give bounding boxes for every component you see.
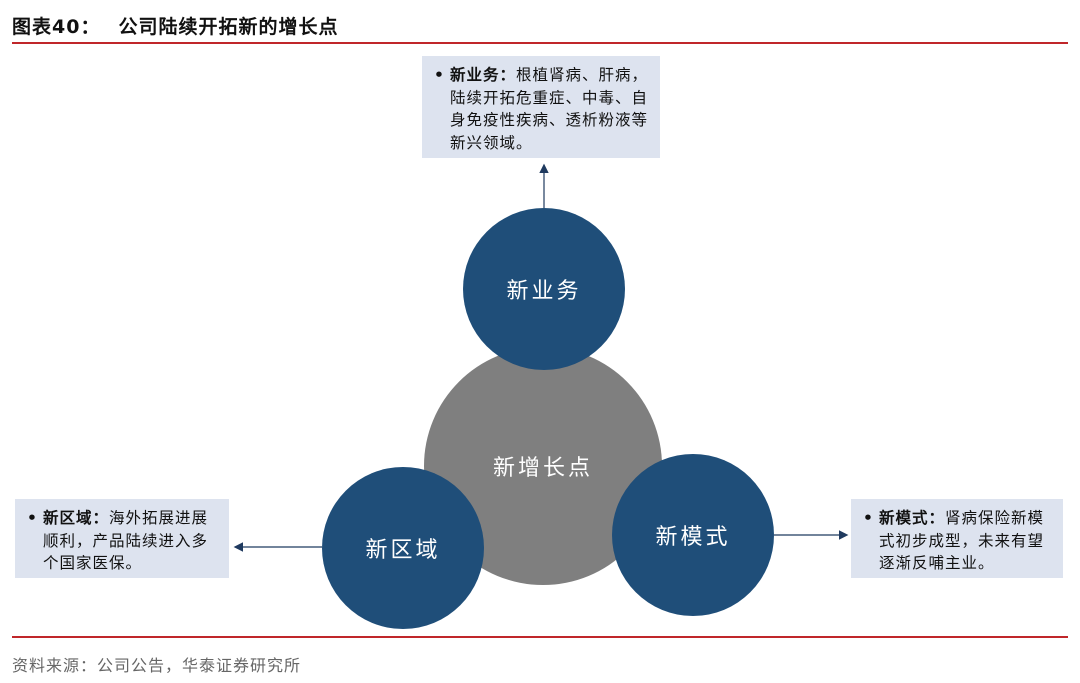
note-text: 根植肾病、肝病，陆续开拓危重症、中毒、自身免疫性疾病、透析粉液等新兴领域。: [450, 66, 649, 152]
circle-new-region: 新区域: [322, 467, 484, 629]
note-new-business: • 新业务：根植肾病、肝病，陆续开拓危重症、中毒、自身免疫性疾病、透析粉液等新兴…: [422, 56, 660, 158]
figure-title: 图表40： 公司陆续开拓新的增长点: [12, 12, 338, 39]
note-text: 肾病保险新模式初步成型，未来有望逐渐反哺主业。: [879, 509, 1045, 572]
circle-new-business: 新业务: [463, 208, 625, 370]
source-note: 资料来源：公司公告，华泰证券研究所: [12, 656, 302, 675]
circle-new-model: 新模式: [612, 454, 774, 616]
figure-title-text: 公司陆续开拓新的增长点: [118, 16, 339, 38]
note-title: 新区域：: [43, 509, 110, 527]
figure-number: 图表40：: [12, 16, 101, 38]
top-rule: [12, 42, 1068, 44]
note-new-region: • 新区域：海外拓展进展顺利，产品陆续进入多个国家医保。: [15, 499, 229, 578]
bullet-icon: •: [863, 509, 874, 527]
bullet-icon: •: [27, 509, 38, 527]
bullet-icon: •: [434, 66, 445, 84]
note-title: 新模式：: [879, 509, 946, 527]
bottom-rule: [12, 636, 1068, 638]
note-text: 海外拓展进展顺利，产品陆续进入多个国家医保。: [43, 509, 209, 572]
note-new-model: • 新模式：肾病保险新模式初步成型，未来有望逐渐反哺主业。: [851, 499, 1063, 578]
note-title: 新业务：: [450, 66, 517, 84]
